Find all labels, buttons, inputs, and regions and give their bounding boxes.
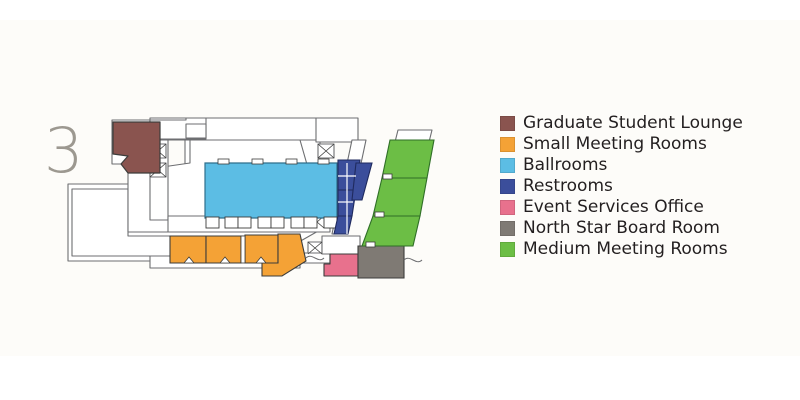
plan-connector-lines (150, 219, 423, 263)
room-medium-meeting-1[interactable] (381, 139, 435, 179)
upper-right-corridor (315, 117, 359, 143)
room-medium-meeting-2[interactable] (372, 177, 428, 217)
legend-item-ballrooms[interactable]: Ballrooms (500, 155, 790, 176)
small-meeting-door-swings (183, 256, 267, 264)
restroom-block-d[interactable] (351, 162, 373, 201)
legend-item-event-services-office[interactable]: Event Services Office (500, 197, 790, 218)
room-graduate-student-lounge[interactable] (112, 121, 161, 174)
small-meeting-divider (240, 235, 246, 264)
boardroom-antechamber (321, 235, 361, 255)
legend-swatch-medium-meeting-rooms (500, 242, 515, 257)
room-small-meeting-4[interactable] (261, 233, 307, 277)
legend-swatch-event-services-office (500, 200, 515, 215)
legend-label-event-services-office: Event Services Office (523, 197, 704, 217)
legend-label-ballrooms: Ballrooms (523, 155, 608, 175)
room-medium-meeting-3[interactable] (361, 215, 421, 247)
legend-item-medium-meeting-rooms[interactable]: Medium Meeting Rooms (500, 239, 790, 260)
legend-item-restrooms[interactable]: Restrooms (500, 176, 790, 197)
restroom-partitions (338, 163, 356, 234)
legend-swatch-graduate-student-lounge (500, 116, 515, 131)
legend-swatch-north-star-board-room (500, 221, 515, 236)
legend: Graduate Student Lounge Small Meeting Ro… (500, 113, 790, 260)
floor-plan-diagram: 3 (0, 20, 480, 356)
service-bay-upper-mid (185, 123, 207, 139)
rooms-medium-meeting[interactable] (361, 139, 435, 248)
medium-meeting-door-notches (365, 173, 393, 248)
legend-item-small-meeting-rooms[interactable]: Small Meeting Rooms (500, 134, 790, 155)
room-restrooms[interactable] (333, 159, 373, 235)
room-north-star-board-room[interactable] (357, 245, 405, 279)
legend-label-medium-meeting-rooms: Medium Meeting Rooms (523, 239, 728, 259)
legend-item-north-star-board-room[interactable]: North Star Board Room (500, 218, 790, 239)
legend-swatch-small-meeting-rooms (500, 137, 515, 152)
legend-label-restrooms: Restrooms (523, 176, 613, 196)
legend-swatch-ballrooms (500, 158, 515, 173)
rooms-small-meeting[interactable] (169, 233, 307, 277)
floor-plan-svg (67, 117, 435, 279)
legend-label-small-meeting-rooms: Small Meeting Rooms (523, 134, 707, 154)
legend-label-graduate-student-lounge: Graduate Student Lounge (523, 113, 743, 133)
legend-label-north-star-board-room: North Star Board Room (523, 218, 720, 238)
legend-swatch-restrooms (500, 179, 515, 194)
legend-item-graduate-student-lounge[interactable]: Graduate Student Lounge (500, 113, 790, 134)
room-ballroom[interactable] (204, 162, 338, 219)
floor-level-number: 3 (44, 114, 84, 187)
ballroom-door-notches-top (217, 158, 330, 165)
ballroom-door-notches-bottom (205, 216, 338, 229)
